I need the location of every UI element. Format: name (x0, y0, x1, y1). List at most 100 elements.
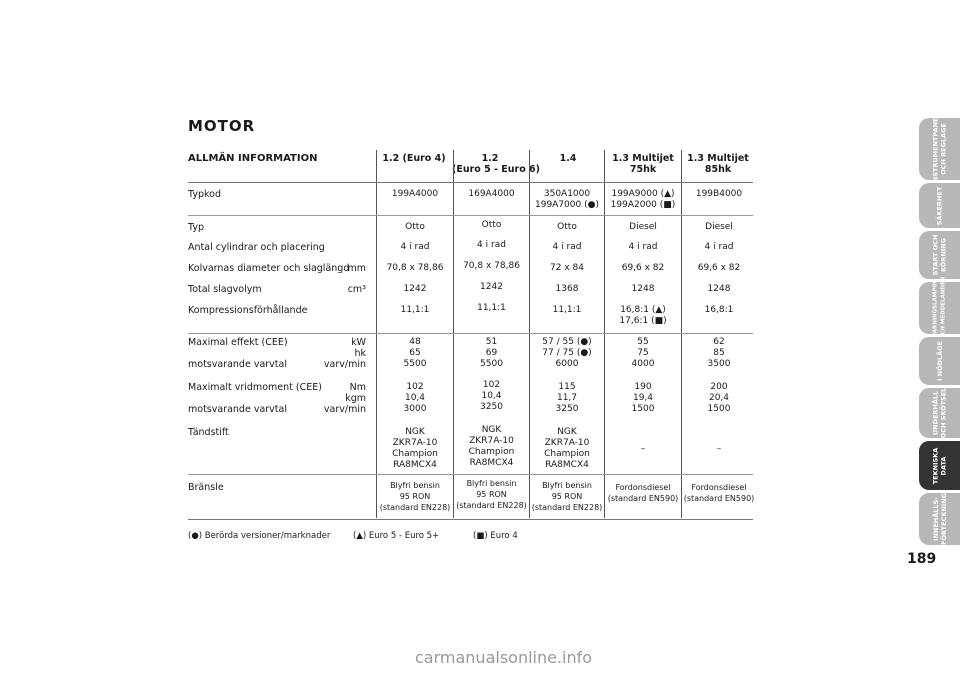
tab-label: SÄKERHET (935, 186, 944, 225)
table-cell: 72 x 84 (550, 263, 584, 273)
col-header-2: 1.2 (Euro 5 - Euro 6) (452, 153, 541, 175)
table-cell: 1368 (555, 284, 579, 294)
table-cell: 11,1:1 (400, 305, 430, 315)
col-header-1: 1.2 (Euro 4) (382, 153, 446, 164)
tab-label: START OCH KÖRNING (931, 234, 948, 276)
tab-label: TEKNISKA DATA (931, 447, 948, 484)
row-label-typkod: Typkod (188, 189, 221, 200)
table-cell: – (716, 444, 722, 454)
tab-label: I NÖDLÄGE (935, 341, 944, 381)
table-cell: Fordonsdiesel (standard EN590) (607, 483, 679, 503)
page-number: 189 (907, 551, 937, 567)
col-header-5: 1.3 Multijet 85hk (687, 153, 749, 175)
table-cell: – (640, 444, 646, 454)
table-cell: 200 20,4 1500 (707, 382, 731, 414)
column-divider (453, 150, 454, 518)
tab-label: INNEHÅLLS- FÖRTECKNING (931, 493, 948, 545)
table-cell: 102 10,4 3000 (403, 382, 427, 414)
table-cell: 4 i rad (400, 242, 430, 252)
column-divider (529, 150, 530, 518)
tab-underhall[interactable]: UNDERHÅLL OCH SKÖTSEL (919, 388, 960, 438)
table-cell: 4 i rad (628, 242, 658, 252)
row-label-cylinders: Antal cylindrar och placering (188, 242, 325, 253)
row-rule (188, 215, 753, 216)
tab-varningslampor[interactable]: VARNINGSLAMPOR OCH MEDDELANDEN (919, 277, 960, 339)
table-cell: Blyfri bensin 95 RON (standard EN228) (379, 481, 451, 512)
table-cell: 57 / 55 (●) 77 / 75 (●) 6000 (542, 337, 592, 369)
column-divider (604, 150, 605, 518)
tab-sakerhet[interactable]: SÄKERHET (919, 183, 960, 228)
table-cell: 190 19,4 1500 (631, 382, 655, 414)
col-header-4: 1.3 Multijet 75hk (612, 153, 674, 175)
row-label-spark-plug: Tändstift (188, 427, 229, 438)
footnote-euro5: (▲) Euro 5 - Euro 5+ (353, 531, 440, 541)
unit-torque: Nm kgm varv/min (323, 382, 366, 415)
unit-cm3: cm³ (347, 284, 366, 295)
table-cell: 4 i rad (552, 242, 582, 252)
footer-rule (188, 519, 753, 520)
table-cell: 199A9000 (▲) 199A2000 (■) (610, 189, 676, 210)
table-cell: 16,8:1 (704, 305, 734, 315)
tab-label: UNDERHÅLL OCH SKÖTSEL (931, 387, 948, 439)
row-rule (188, 333, 753, 334)
header-rule (188, 182, 753, 183)
table-cell: 70,8 x 78,86 (386, 263, 444, 273)
table-cell: 69,6 x 82 (697, 263, 741, 273)
watermark: carmanualsonline.info (415, 648, 593, 667)
unit-mm: mm (347, 263, 366, 274)
tab-label: VARNINGSLAMPOR OCH MEDDELANDEN (932, 276, 947, 340)
table-cell: 1242 (480, 282, 503, 292)
table-cell: 70,8 x 78,86 (463, 261, 520, 271)
table-cell: 199A4000 (391, 189, 439, 199)
table-cell: Fordonsdiesel (standard EN590) (683, 483, 755, 503)
row-rule (188, 474, 753, 475)
row-label-power: Maximal effekt (CEE) motsvarande varvtal (188, 337, 288, 370)
tab-instrumentpanel[interactable]: INSTRUMENTPANEL OCH REGLAGE (919, 113, 960, 185)
table-cell: 51 69 5500 (480, 337, 503, 369)
table-heading: ALLMÄN INFORMATION (188, 153, 318, 164)
footnote-markets: (●) Berörda versioner/marknader (188, 531, 331, 541)
row-label-fuel: Bränsle (188, 482, 224, 493)
tab-innehallsforteckning[interactable]: INNEHÅLLS- FÖRTECKNING (919, 493, 960, 545)
table-cell: 1248 (707, 284, 731, 294)
table-cell: 55 75 4000 (631, 337, 655, 369)
table-cell: Otto (557, 222, 577, 232)
row-label-displacement: Total slagvolym (188, 284, 262, 295)
table-cell: 4 i rad (704, 242, 734, 252)
table-cell: Blyfri bensin 95 RON (standard EN228) (531, 481, 603, 512)
table-cell: 350A1000 199A7000 (●) (535, 189, 599, 210)
table-cell: 4 i rad (477, 240, 506, 250)
table-cell: 102 10,4 3250 (480, 380, 503, 412)
table-cell: 1242 (403, 284, 427, 294)
table-cell: 199B4000 (695, 189, 743, 199)
table-cell: 69,6 x 82 (621, 263, 665, 273)
footnote-euro4: (■) Euro 4 (473, 531, 518, 541)
table-cell: 48 65 5500 (403, 337, 427, 369)
column-divider (681, 150, 682, 518)
table-cell: Diesel (705, 222, 733, 232)
section-title: MOTOR (188, 117, 256, 135)
table-cell: 62 85 3500 (707, 337, 731, 369)
row-label-typ: Typ (188, 222, 204, 233)
table-cell: 11,1:1 (477, 303, 506, 313)
row-label-compression: Kompressionsförhållande (188, 305, 308, 316)
table-cell: Otto (481, 220, 502, 230)
table-cell: Blyfri bensin 95 RON (standard EN228) (456, 479, 527, 510)
unit-power: kW hk varv/min (323, 337, 366, 370)
table-cell: NGK ZKR7A-10 Champion RA8MCX4 (544, 427, 590, 470)
table-cell: 11,1:1 (552, 305, 582, 315)
table-cell: 16,8:1 (▲) 17,6:1 (■) (619, 305, 667, 326)
tab-start-korning[interactable]: START OCH KÖRNING (919, 231, 960, 279)
table-cell: NGK ZKR7A-10 Champion RA8MCX4 (392, 427, 438, 470)
row-label-bore-stroke: Kolvarnas diameter och slaglängd (188, 263, 350, 274)
table-cell: 169A4000 (468, 189, 515, 199)
tab-i-nodlage[interactable]: I NÖDLÄGE (919, 337, 960, 385)
table-cell: Otto (405, 222, 425, 232)
table-cell: Diesel (629, 222, 657, 232)
tab-tekniska-data[interactable]: TEKNISKA DATA (919, 441, 960, 490)
table-cell: 115 11,7 3250 (555, 382, 579, 414)
tab-label: INSTRUMENTPANEL OCH REGLAGE (931, 113, 948, 185)
column-divider (376, 150, 377, 518)
col-header-3: 1.4 (559, 153, 577, 164)
table-cell: 1248 (631, 284, 655, 294)
